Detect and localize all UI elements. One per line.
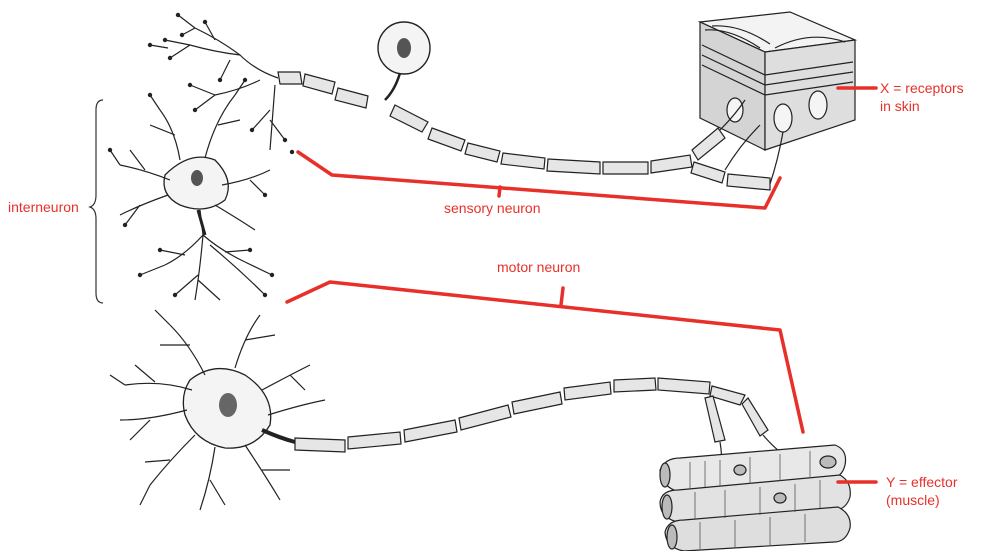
sensory-neuron (148, 13, 783, 190)
motor-neuron-pointer (287, 282, 803, 432)
skin-block (700, 12, 855, 150)
sensory-neuron-tick (499, 187, 500, 196)
sensory-dendrites (150, 15, 285, 150)
interneuron-nucleus (191, 170, 203, 186)
interneuron (108, 78, 274, 300)
receptors-label-line2: in skin (880, 98, 920, 115)
muscle-fibers (660, 445, 850, 551)
sensory-neuron-label: sensory neuron (444, 200, 541, 217)
sensory-axon (278, 72, 770, 190)
interneuron-brace (90, 100, 103, 303)
motor-axon (295, 378, 768, 452)
motor-neuron-label: motor neuron (497, 259, 580, 276)
interneuron-label: interneuron (8, 199, 79, 216)
motor-neuron-tick (561, 288, 563, 305)
receptors-label-line1: X = receptors (880, 80, 964, 97)
effector-label-line1: Y = effector (886, 474, 957, 491)
sensory-nucleus (397, 38, 411, 58)
effector-label-line2: (muscle) (886, 492, 940, 509)
motor-nucleus (219, 393, 237, 417)
